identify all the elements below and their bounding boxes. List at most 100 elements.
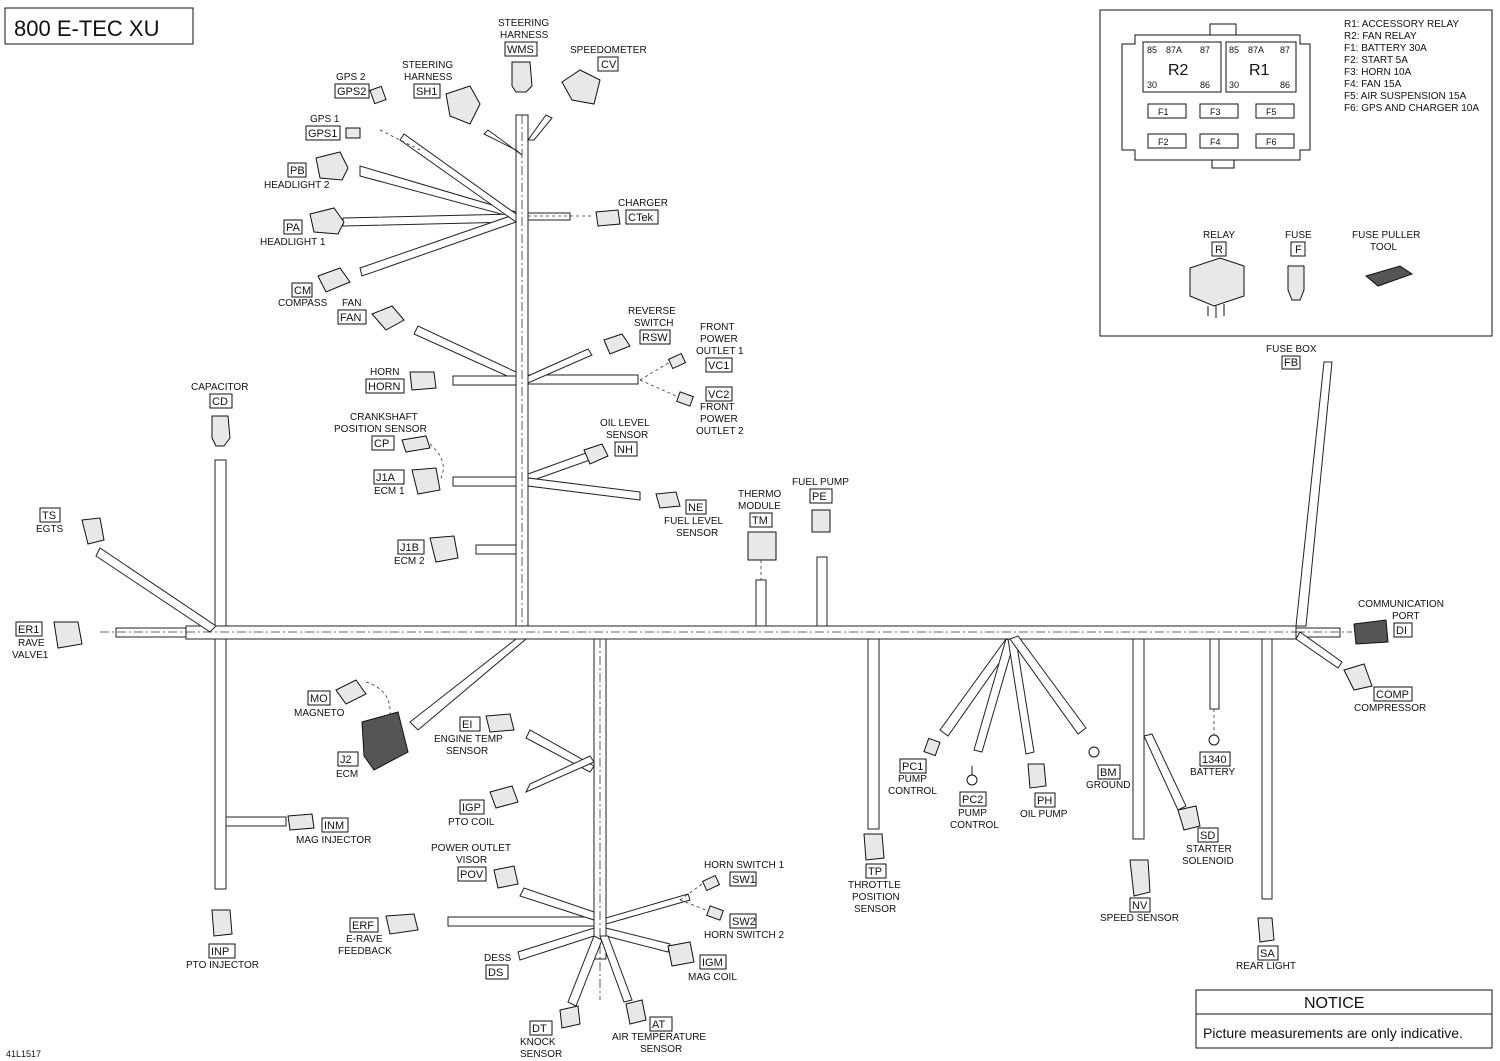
connector-wms[interactable]: STEERING HARNESS WMS (498, 18, 549, 93)
connector-charger[interactable]: CHARGER CTek (595, 198, 668, 227)
connector-at[interactable]: AT AIR TEMPERATURE SENSOR (612, 999, 706, 1055)
svg-text:GPS1: GPS1 (308, 128, 337, 140)
legend-f1: F1: BATTERY 30A (1344, 43, 1427, 54)
svg-text:IGP: IGP (462, 802, 481, 814)
connector-vc2[interactable]: VC2 FRONT POWER OUTLET 2 (639, 379, 744, 437)
connector-pb[interactable]: PB HEADLIGHT 2 (264, 151, 349, 191)
connector-ts[interactable]: TS EGTS (36, 507, 105, 545)
page-title: 800 E-TEC XU (14, 16, 160, 41)
crankshaft-sensor-icon (401, 435, 431, 453)
legend-f3: F3: HORN 10A (1344, 67, 1412, 78)
title-block: 800 E-TEC XU (4, 7, 194, 45)
connector-pc2[interactable]: PC2 PUMP CONTROL (950, 766, 999, 831)
gps1-wire (399, 133, 517, 223)
svg-text:SENSOR: SENSOR (606, 430, 648, 441)
svg-text:TM: TM (752, 515, 768, 527)
svg-text:HORN: HORN (370, 367, 399, 378)
connector-inp[interactable]: INP PTO INJECTOR (186, 909, 259, 971)
fuse-f2 (1147, 133, 1187, 149)
connector-pc1[interactable]: PC1 PUMP CONTROL (888, 737, 941, 797)
connector-ds[interactable]: DESS DS (484, 953, 512, 980)
igp-wire (524, 755, 595, 794)
connector-pa[interactable]: PA HEADLIGHT 1 (260, 207, 345, 248)
svg-text:THROTTLE: THROTTLE (848, 880, 901, 891)
svg-text:REVERSE: REVERSE (628, 306, 676, 317)
connector-ei[interactable]: EI ENGINE TEMP SENSOR (434, 713, 515, 757)
connector-tm[interactable]: THERMO MODULE TM (738, 489, 782, 580)
charger-connector-icon (595, 209, 621, 227)
horn-switch-2-icon (706, 905, 724, 921)
connector-nv[interactable]: NV SPEED SENSOR (1100, 859, 1179, 924)
engine-temp-sensor-icon (485, 713, 515, 733)
pto-injector-connector-icon (211, 909, 233, 937)
connector-sd[interactable]: SD STARTER SOLENOID (1177, 805, 1234, 867)
connector-er1[interactable]: ER1 RAVE VALVE1 (12, 621, 83, 661)
connector-di[interactable]: COMMUNICATION PORT DI (1353, 599, 1444, 645)
connector-horn[interactable]: HORN HORN (365, 367, 437, 394)
svg-text:WMS: WMS (507, 44, 534, 56)
svg-text:ERF: ERF (352, 920, 374, 932)
connector-igp[interactable]: IGP PTO COIL (448, 785, 519, 828)
svg-text:SWITCH: SWITCH (634, 318, 673, 329)
svg-text:F: F (1295, 244, 1302, 256)
connector-cv[interactable]: SPEEDOMETER CV (561, 45, 647, 105)
connector-vc1[interactable]: FRONT POWER OUTLET 1 VC1 (639, 322, 744, 381)
connector-sw2[interactable]: SW2 HORN SWITCH 2 (679, 899, 784, 941)
connector-ph[interactable]: PH OIL PUMP (1020, 763, 1068, 820)
connector-nh[interactable]: OIL LEVEL SENSOR NH (583, 418, 650, 465)
svg-text:HEADLIGHT 2: HEADLIGHT 2 (264, 180, 330, 191)
svg-text:POWER: POWER (700, 414, 738, 425)
connector-bm[interactable]: BM GROUND (1086, 746, 1130, 791)
svg-text:F2: F2 (1158, 137, 1169, 147)
svg-text:STEERING: STEERING (402, 60, 453, 71)
connector-battery[interactable]: 1340 BATTERY (1190, 709, 1236, 778)
connector-cm[interactable]: CM COMPASS (278, 267, 351, 309)
svg-text:SOLENOID: SOLENOID (1182, 856, 1234, 867)
connector-sh1[interactable]: STEERING HARNESS SH1 (402, 60, 481, 125)
svg-text:DT: DT (532, 1023, 547, 1035)
connector-mo[interactable]: MO MAGNETO (294, 679, 391, 719)
svg-text:MAG COIL: MAG COIL (688, 972, 737, 983)
svg-text:SA: SA (1260, 948, 1275, 960)
connector-ne[interactable]: NE FUEL LEVEL SENSOR (655, 491, 724, 539)
connector-gps2[interactable]: GPS 2 GPS2 (334, 72, 387, 105)
at-wire (599, 935, 633, 1003)
svg-text:30: 30 (1229, 80, 1239, 90)
connector-igm[interactable]: IGM MAG COIL (667, 941, 737, 983)
legend-r1: R1: ACCESSORY RELAY (1344, 19, 1459, 30)
connector-fan[interactable]: FAN FAN (337, 298, 405, 331)
bm-wire (1009, 635, 1087, 735)
connector-cd[interactable]: CAPACITOR CD (191, 382, 248, 447)
svg-text:PH: PH (1037, 795, 1052, 807)
connector-dt[interactable]: DT KNOCK SENSOR (520, 1005, 581, 1060)
connector-comp[interactable]: COMP COMPRESSOR (1343, 663, 1426, 714)
svg-text:STARTER: STARTER (1186, 844, 1232, 855)
connector-pov[interactable]: POWER OUTLET VISOR POV (431, 843, 519, 889)
legend-f6: F6: GPS AND CHARGER 10A (1344, 103, 1479, 114)
svg-text:EI: EI (462, 719, 472, 731)
svg-text:THERMO: THERMO (738, 489, 782, 500)
svg-text:COMP: COMP (1376, 689, 1409, 701)
connector-cp[interactable]: CRANKSHAFT POSITION SENSOR CP (334, 412, 444, 481)
connector-inm[interactable]: INM MAG INJECTOR (287, 813, 371, 846)
fuse-part-icon (1287, 265, 1305, 301)
connector-sw1[interactable]: HORN SWITCH 1 SW1 (679, 860, 784, 901)
connector-j1a[interactable]: J1A ECM 1 (373, 467, 441, 497)
connector-tp[interactable]: TP THROTTLE POSITION SENSOR (848, 833, 901, 915)
connector-erf[interactable]: ERF E-RAVE FEEDBACK (338, 913, 419, 957)
horn-switch-1-icon (701, 874, 721, 892)
connector-sa[interactable]: SA REAR LIGHT (1236, 917, 1296, 972)
svg-text:DESS: DESS (484, 953, 512, 964)
fuse-f3 (1199, 103, 1239, 119)
connector-j1b[interactable]: J1B ECM 2 (394, 535, 459, 567)
connector-j2[interactable]: J2 ECM (336, 711, 409, 780)
connector-gps1[interactable]: GPS 1 GPS1 (305, 114, 361, 141)
connector-pe[interactable]: FUEL PUMP PE (792, 477, 849, 533)
svg-text:HORN SWITCH 1: HORN SWITCH 1 (704, 860, 784, 871)
svg-text:F1: F1 (1158, 107, 1169, 117)
svg-text:OIL PUMP: OIL PUMP (1020, 809, 1068, 820)
relay-r2-label: R2 (1168, 62, 1189, 79)
connector-rsw[interactable]: REVERSE SWITCH RSW (603, 306, 676, 355)
lower-middle-branches (409, 556, 828, 1007)
svg-text:POSITION SENSOR: POSITION SENSOR (334, 424, 427, 435)
